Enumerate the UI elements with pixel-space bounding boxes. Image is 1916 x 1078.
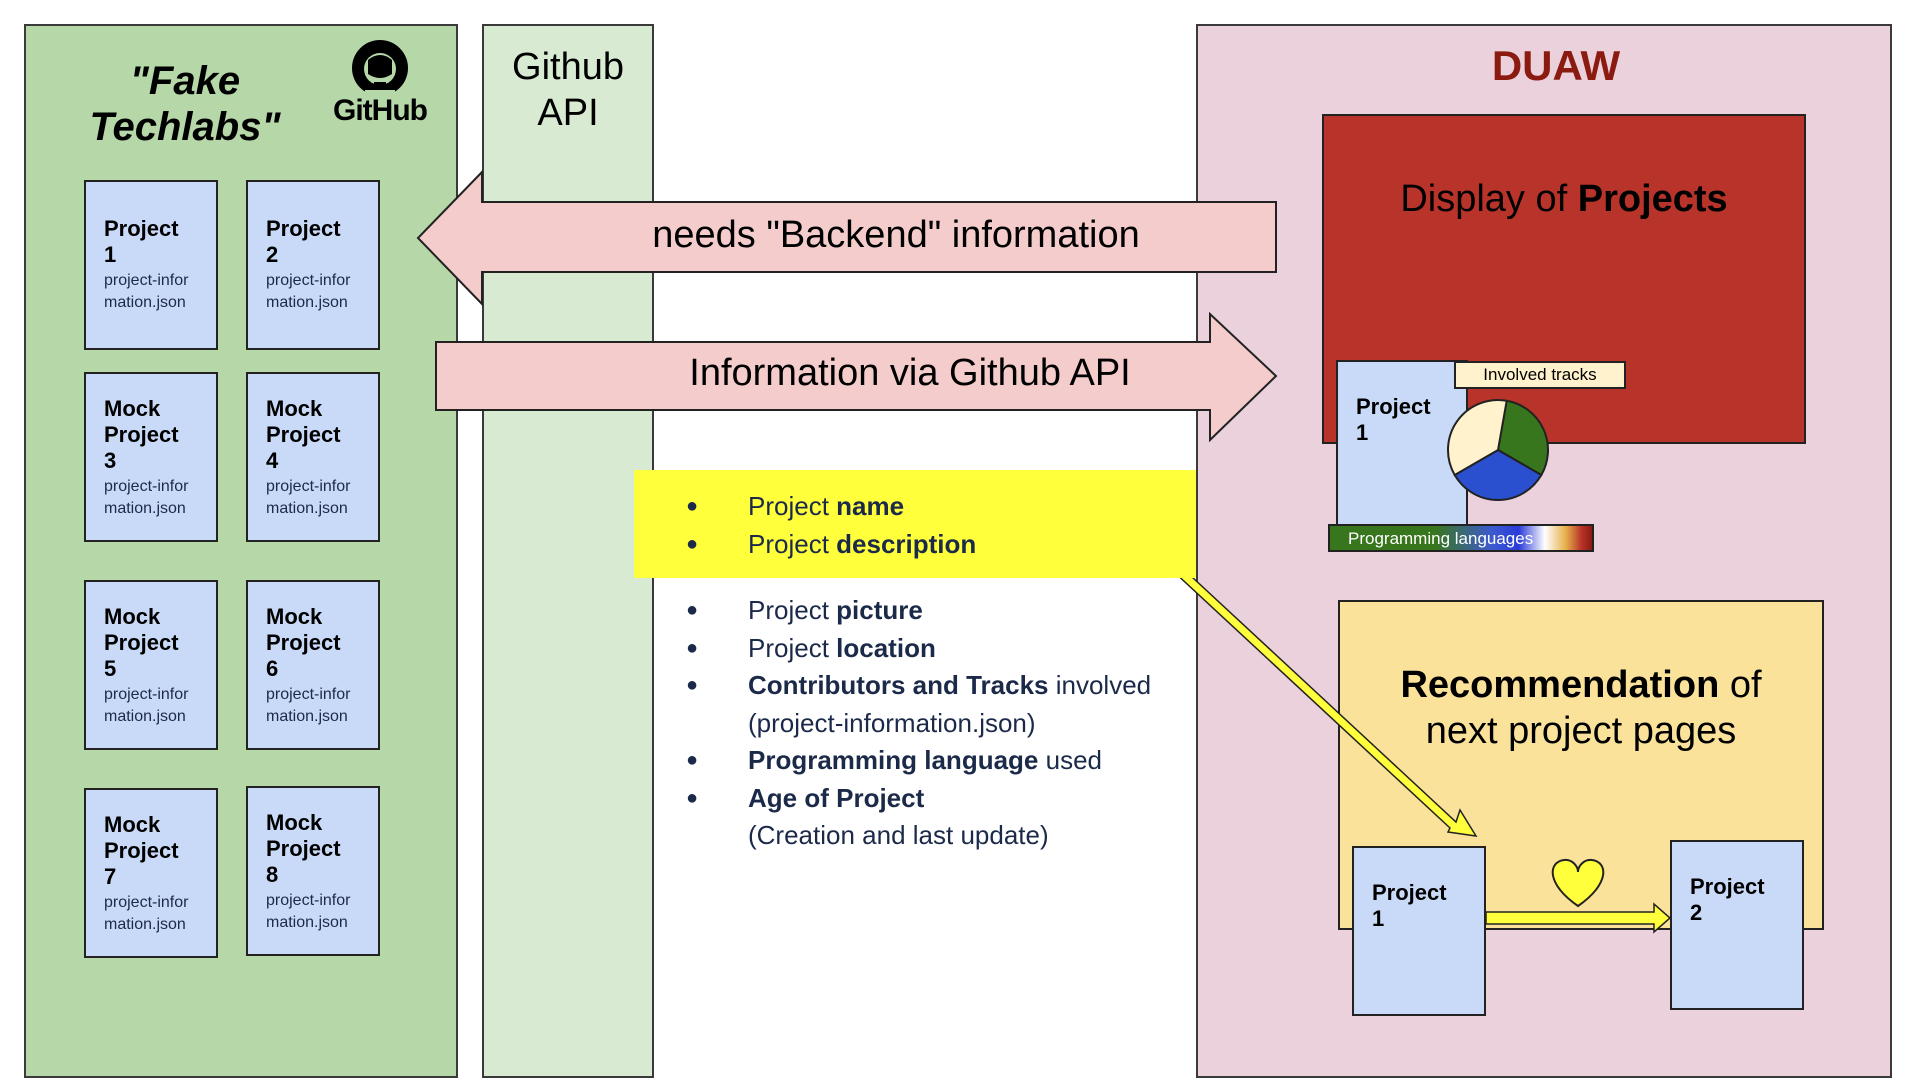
project-card-2: Project 2 project-infor mation.json (246, 180, 380, 350)
other-fields-list: ● Project picture ● Project location ● Contri… (686, 592, 1206, 855)
project-card-filename: project-infor mation.json (104, 686, 189, 725)
field-prefix: Project (748, 595, 837, 625)
project-card-6: Mock Project 6 project-infor mation.json (246, 580, 380, 750)
field-note: (project-information.json) (748, 707, 1036, 738)
pie-slice-3 (1447, 399, 1508, 477)
project-card-title: Project 1 (104, 216, 179, 267)
bullet-icon: ● (686, 749, 699, 771)
project-card-filename: project-infor mation.json (266, 272, 351, 311)
field-list-item: ● Project picture (686, 592, 1206, 630)
project-card-8: Mock Project 8 project-infor mation.json (246, 786, 380, 956)
programming-languages-label: Programming languages (1348, 529, 1534, 548)
project-card-3: Mock Project 3 project-infor mation.json (84, 372, 218, 542)
field-list-item: ● Project location (686, 630, 1206, 668)
field-bold: location (836, 632, 936, 663)
field-bold: picture (836, 595, 923, 625)
project-card-title: Mock Project 8 (266, 810, 341, 887)
project-card-5: Mock Project 5 project-infor mation.json (84, 580, 218, 750)
via-api-arrow-label: Information via Github API (689, 352, 1131, 394)
project-card-title: Mock Project 7 (104, 812, 179, 889)
field-suffix: involved (1048, 670, 1152, 700)
project-card-filename: project-infor mation.json (104, 272, 189, 311)
project-card-1: Project 1 project-infor mation.json (84, 180, 218, 350)
field-list-item: ● Age of Project (686, 780, 1206, 818)
duaw-title: DUAW (1491, 42, 1621, 89)
bullet-icon: ● (686, 636, 699, 659)
via-api-arrow (435, 311, 1278, 443)
field-prefix: Project (748, 632, 837, 663)
field-prefix: Project (748, 528, 837, 559)
project-card-filename: project-infor mation.json (104, 478, 189, 517)
bullet-icon: ● (686, 495, 699, 517)
bullet-icon: ● (686, 674, 699, 696)
recommendation-project-1-card: Project 1 (1352, 846, 1486, 1016)
heart-icon (1551, 858, 1605, 908)
project-card-7: Mock Project 7 project-infor mation.json (84, 788, 218, 958)
bullet-icon: ● (686, 599, 699, 621)
project-card-filename: project-infor mation.json (266, 478, 351, 517)
field-list-item: ● Programming language used (686, 742, 1206, 780)
project-card-filename: project-infor mation.json (266, 892, 351, 931)
bullet-icon: ● (686, 786, 699, 809)
field-note: (Creation and last update) (748, 820, 1049, 850)
project-card-filename: project-infor mation.json (104, 894, 189, 933)
field-list-item: ● Project name (686, 488, 1186, 526)
project-card-title: Mock Project 4 (266, 396, 341, 473)
bullet-icon: ● (686, 532, 699, 555)
project-card-title: Mock Project 3 (104, 396, 179, 473)
project-card-title: Mock Project 5 (104, 604, 179, 681)
recommendation-project-2-card: Project 2 (1670, 840, 1804, 1010)
field-bold: description (836, 528, 977, 559)
field-bold: Programming language (748, 745, 1039, 775)
project-card-filename: project-infor mation.json (266, 686, 351, 725)
project-card-4: Mock Project 4 project-infor mation.json (246, 372, 380, 542)
github-octocat-icon (352, 40, 408, 98)
field-bold: Age of Project (748, 782, 925, 813)
project-card-title: Mock Project 6 (266, 604, 341, 681)
involved-tracks-label: Involved tracks (1454, 361, 1626, 389)
tracks-pie-chart (1447, 399, 1549, 501)
project-card-title: Project 2 (266, 216, 341, 267)
highlighted-fields-box (634, 470, 1196, 578)
field-list-item: ● Project description (686, 526, 1186, 564)
github-wordmark: GitHub (333, 94, 428, 127)
github-api-title: Github API (512, 46, 624, 134)
field-list-item: ● Contributors and Tracks involved (686, 667, 1206, 705)
field-prefix: Project (748, 491, 837, 521)
backend-arrow (416, 169, 1277, 307)
programming-languages-bar: Programming languages (1328, 524, 1594, 552)
github-logo: GitHub (330, 38, 430, 128)
fake-techlabs-title: "Fake Techlabs" (89, 59, 281, 149)
recommend-next-arrow (1485, 902, 1672, 934)
display-projects-title: Display of Projects (1400, 178, 1728, 220)
to-recommendation-arrow (1170, 562, 1478, 837)
highlighted-fields-list: ● Project name ● Project description (686, 488, 1186, 563)
backend-arrow-label: needs "Backend" information (652, 214, 1140, 256)
field-suffix: used (1038, 745, 1102, 775)
field-bold: Contributors and Tracks (748, 670, 1049, 700)
field-bold: name (836, 491, 905, 521)
